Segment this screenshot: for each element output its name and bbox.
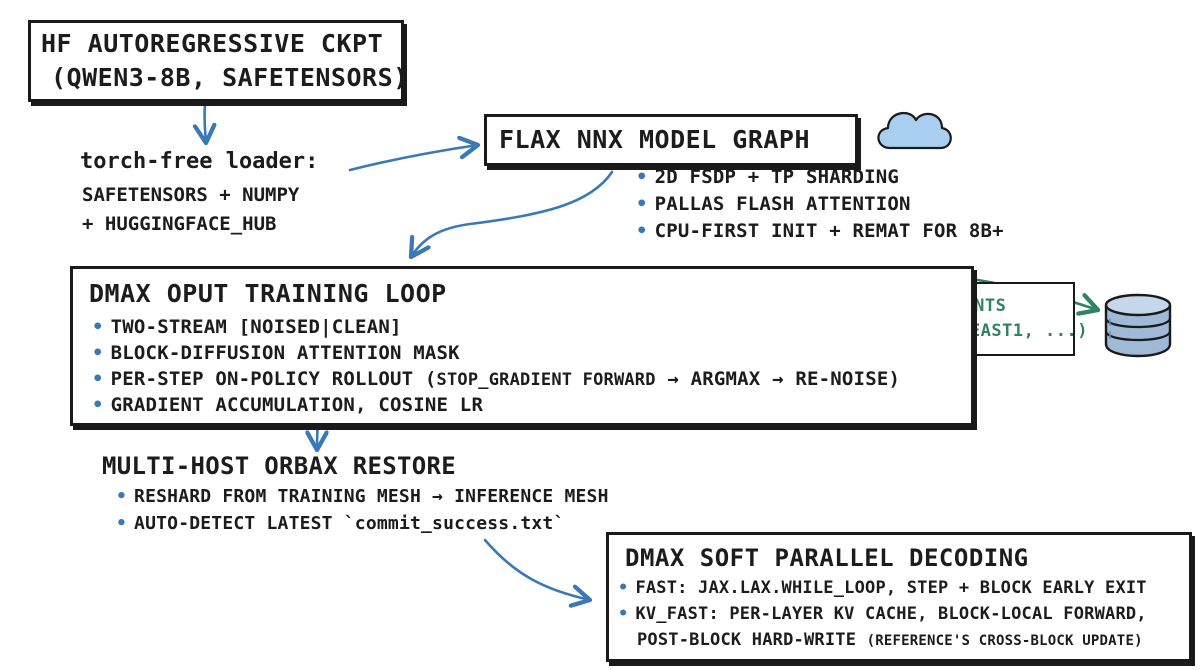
parallel-decoding-title: DMAX SOFT PARALLEL DECODING <box>625 544 1029 572</box>
flax-model-graph-title: FLAX NNX MODEL GRAPH <box>499 125 811 154</box>
decoding-bullet-1: •FAST: JAX.LAX.WHILE_LOOP, STEP + BLOCK … <box>618 578 1147 598</box>
arrow-hf-to-loader <box>205 101 206 143</box>
training-bullet-4: •GRADIENT ACCUMULATION, COSINE LR <box>92 394 484 416</box>
flax-bullet-3: •CPU-FIRST INIT + REMAT FOR 8B+ <box>636 220 1004 242</box>
training-bullet-2: •BLOCK-DIFFUSION ATTENTION MASK <box>92 342 460 364</box>
bullet-dot: • <box>636 166 648 188</box>
restore-bullet-1: •RESHARD FROM TRAINING MESH → INFERENCE … <box>116 486 609 507</box>
flax-bullet-2: •PALLAS FLASH ATTENTION <box>636 193 911 215</box>
restore-bullet-2: •AUTO-DETECT LATEST `commit_success.txt` <box>116 513 565 534</box>
database-icon <box>1104 293 1172 358</box>
flax-model-graph-box: FLAX NNX MODEL GRAPH <box>484 114 858 166</box>
bullet-dot: • <box>618 578 629 598</box>
arrow-restore-to-decoding <box>483 538 590 600</box>
hf-checkpoint-subtitle: (QWEN3-8B, SAFETENSORS) <box>51 63 409 92</box>
hf-checkpoint-title: HF AUTOREGRESSIVE CKPT <box>41 29 384 58</box>
arrow-training-to-restore <box>317 423 318 450</box>
training-bullet-1: •TWO-STREAM [NOISED|CLEAN] <box>92 316 402 338</box>
decoding-bullet-2-cont: POST-BLOCK HARD-WRITE (REFERENCE'S CROSS… <box>637 630 1143 650</box>
training-loop-title: DMAX OPUT TRAINING LOOP <box>89 279 447 308</box>
bullet-dot: • <box>618 604 629 624</box>
training-bullet-3: •PER-STEP ON-POLICY ROLLOUT (STOP_GRADIE… <box>92 368 901 390</box>
arrow-loader-to-flax <box>348 145 478 172</box>
bullet-dot: • <box>636 193 648 215</box>
loader-line-1: SAFETENSORS + NUMPY <box>82 184 300 206</box>
hf-checkpoint-box: HF AUTOREGRESSIVE CKPT (QWEN3-8B, SAFETE… <box>28 20 409 102</box>
decoding-bullet-2: •KV_FAST: PER-LAYER KV CACHE, BLOCK-LOCA… <box>618 604 1147 624</box>
loader-line-2: + HUGGINGFACE_HUB <box>82 213 277 235</box>
cloud-icon <box>877 111 952 150</box>
bullet-dot: • <box>92 316 104 338</box>
bullet-dot: • <box>116 486 128 507</box>
arrow-flax-to-training <box>411 170 614 257</box>
bullet-dot: • <box>636 220 648 242</box>
bullet-dot: • <box>116 513 128 534</box>
loader-title: torch-free loader: <box>80 149 319 174</box>
training-loop-box: DMAX OPUT TRAINING LOOP <box>70 266 974 426</box>
bullet-dot: • <box>92 342 104 364</box>
restore-title: MULTI-HOST ORBAX RESTORE <box>102 452 456 480</box>
bullet-dot: • <box>92 394 104 416</box>
flax-bullet-1: •2D FSDP + TP SHARDING <box>636 166 900 188</box>
parallel-decoding-box: DMAX SOFT PARALLEL DECODING <box>606 532 1192 662</box>
bullet-dot: • <box>92 368 104 390</box>
